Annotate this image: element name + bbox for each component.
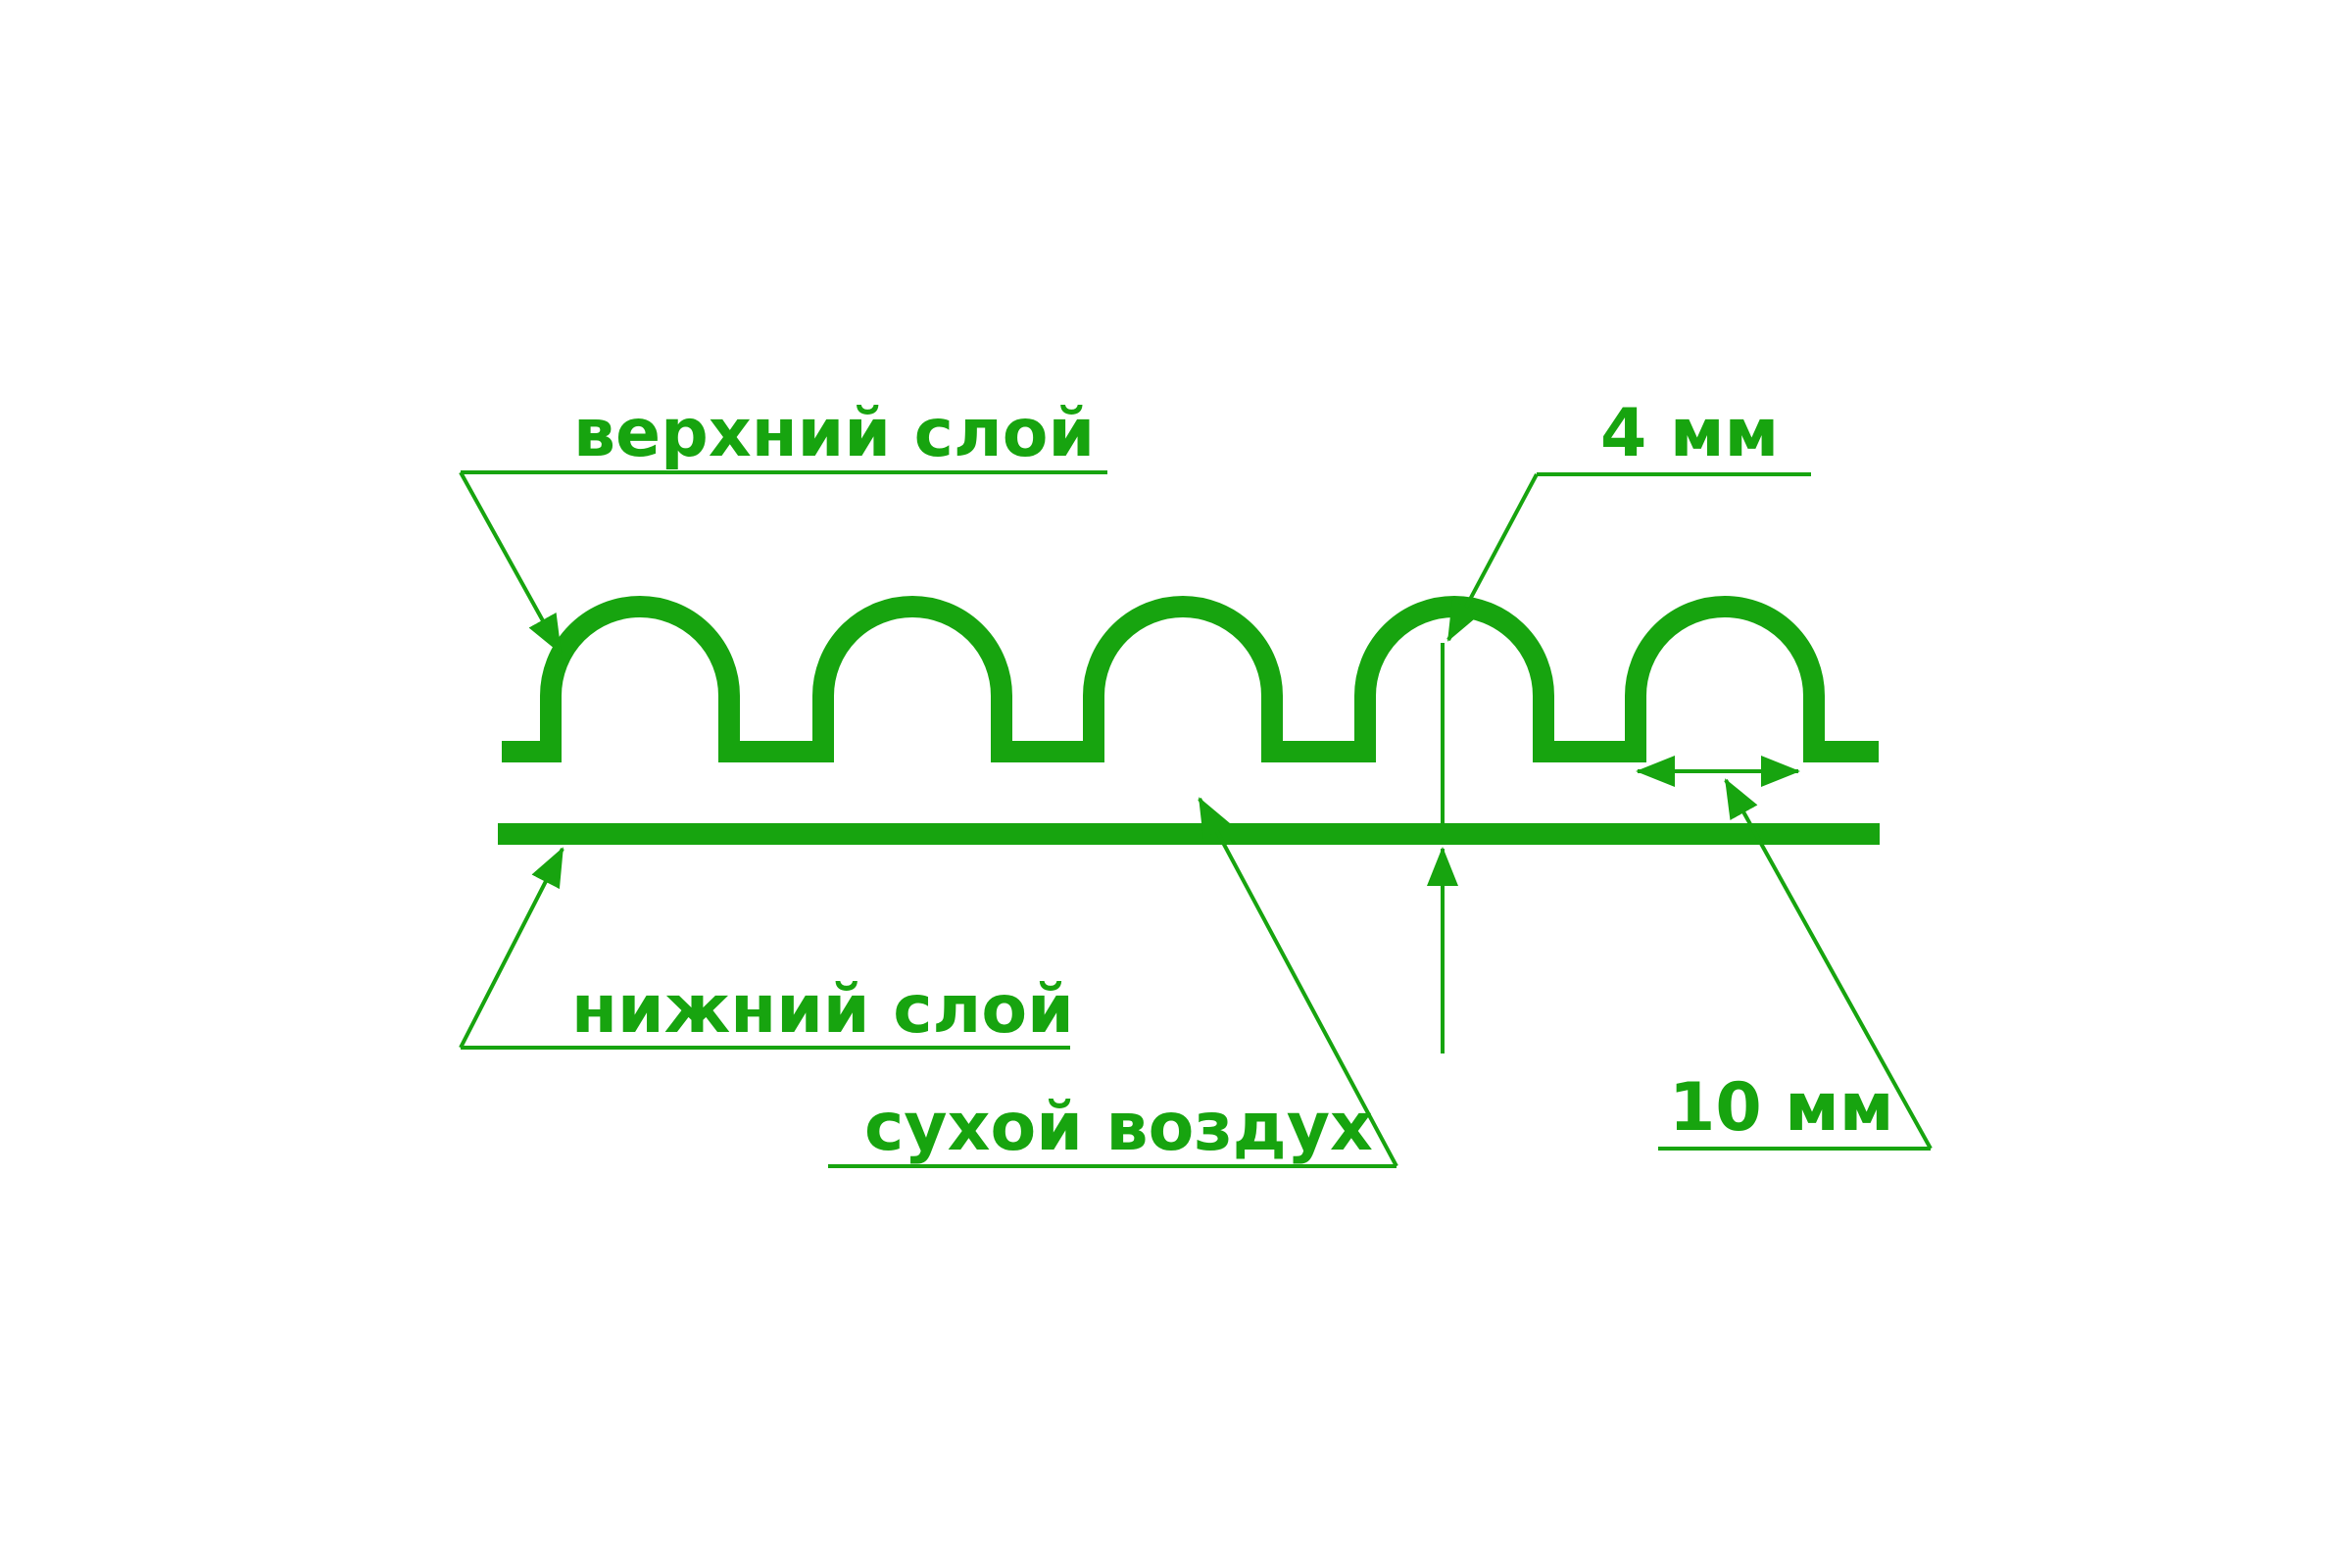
top-layer-label: верхний слой (573, 395, 1095, 472)
dry-air-leader (1198, 797, 1398, 1167)
bubble-width-label: 10 мм (1669, 1069, 1893, 1147)
bubble-height-label: 4 мм (1600, 395, 1779, 472)
top-layer-leader (459, 471, 563, 655)
dry-air-label: сухой воздух (864, 1089, 1373, 1166)
bottom-layer-leader (459, 847, 564, 1049)
bottom-layer-label: нижний слой (571, 971, 1074, 1049)
bubble-height-leader (1446, 473, 1539, 642)
bubble-width-leader (1724, 778, 1933, 1150)
top-layer-profile (502, 596, 1879, 762)
